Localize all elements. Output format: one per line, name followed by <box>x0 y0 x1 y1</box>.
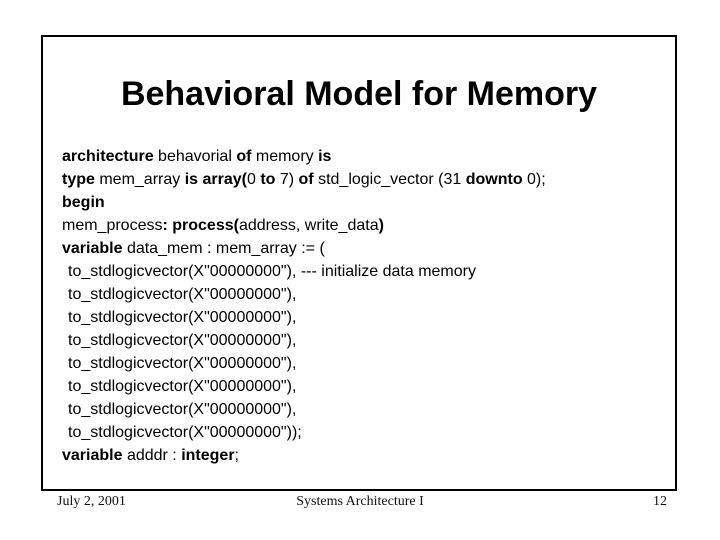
code-text: adddr : <box>126 447 182 464</box>
code-line: to_stdlogicvector(X"00000000"), --- init… <box>62 260 671 283</box>
code-text: behavorial <box>158 148 237 165</box>
code-keyword: downto <box>465 171 528 188</box>
code-line: mem_process: process(address, write_data… <box>62 214 671 237</box>
code-text: to_stdlogicvector(X"00000000")); <box>68 424 302 441</box>
code-keyword: variable <box>62 447 127 464</box>
code-keyword: : process( <box>162 217 239 234</box>
code-line: to_stdlogicvector(X"00000000"), <box>62 283 671 306</box>
code-keyword: of <box>298 171 319 188</box>
code-keyword: is <box>318 148 332 165</box>
code-line: to_stdlogicvector(X"00000000"), <box>62 329 671 352</box>
code-text: mem_array <box>99 171 185 188</box>
code-line: to_stdlogicvector(X"00000000"), <box>62 398 671 421</box>
code-line: to_stdlogicvector(X"00000000"), <box>62 306 671 329</box>
footer-page-number: 12 <box>653 494 667 509</box>
footer-course-title: Systems Architecture I <box>296 494 424 509</box>
code-keyword: of <box>236 148 256 165</box>
code-text: to_stdlogicvector(X"00000000"), <box>68 401 297 418</box>
code-text: to_stdlogicvector(X"00000000"), <box>68 355 297 372</box>
code-keyword: integer <box>181 447 235 464</box>
footer-date: July 2, 2001 <box>57 494 126 509</box>
code-line: architecture behavorial of memory is <box>62 145 671 168</box>
code-text: 0); <box>527 171 546 188</box>
code-keyword: variable <box>62 240 127 257</box>
code-text: to_stdlogicvector(X"00000000"), <box>68 286 297 303</box>
code-line: to_stdlogicvector(X"00000000"), <box>62 352 671 375</box>
code-line: variable adddr : integer; <box>62 444 671 467</box>
code-line: variable data_mem : mem_array := ( <box>62 237 671 260</box>
code-text: to_stdlogicvector(X"00000000"), <box>68 378 297 395</box>
code-keyword: ) <box>378 217 384 234</box>
code-text: std_logic_vector (31 <box>318 171 466 188</box>
code-text: address, write_data <box>238 217 379 234</box>
code-line: to_stdlogicvector(X"00000000"), <box>62 375 671 398</box>
code-keyword: begin <box>62 194 105 211</box>
code-keyword: type <box>62 171 100 188</box>
slide-border: Behavioral Model for Memory architecture… <box>41 35 677 491</box>
code-text: mem_process <box>62 217 163 234</box>
code-keyword: is array( <box>184 171 247 188</box>
code-text: data_mem : mem_array := ( <box>126 240 325 257</box>
code-line: to_stdlogicvector(X"00000000")); <box>62 421 671 444</box>
code-text: memory <box>255 148 319 165</box>
code-text: ; <box>234 447 239 464</box>
code-line: type mem_array is array(0 to 7) of std_l… <box>62 168 671 191</box>
slide-title: Behavioral Model for Memory <box>120 75 598 113</box>
slide-footer: July 2, 2001 Systems Architecture I 12 <box>0 494 720 514</box>
code-text: to_stdlogicvector(X"00000000"), <box>68 309 297 326</box>
code-line: begin <box>62 191 671 214</box>
code-text: to_stdlogicvector(X"00000000"), --- init… <box>68 263 476 280</box>
code-text: 0 <box>246 171 261 188</box>
code-keyword: to <box>260 171 280 188</box>
code-text: 7) <box>279 171 299 188</box>
code-keyword: architecture <box>62 148 159 165</box>
code-text: to_stdlogicvector(X"00000000"), <box>68 332 297 349</box>
